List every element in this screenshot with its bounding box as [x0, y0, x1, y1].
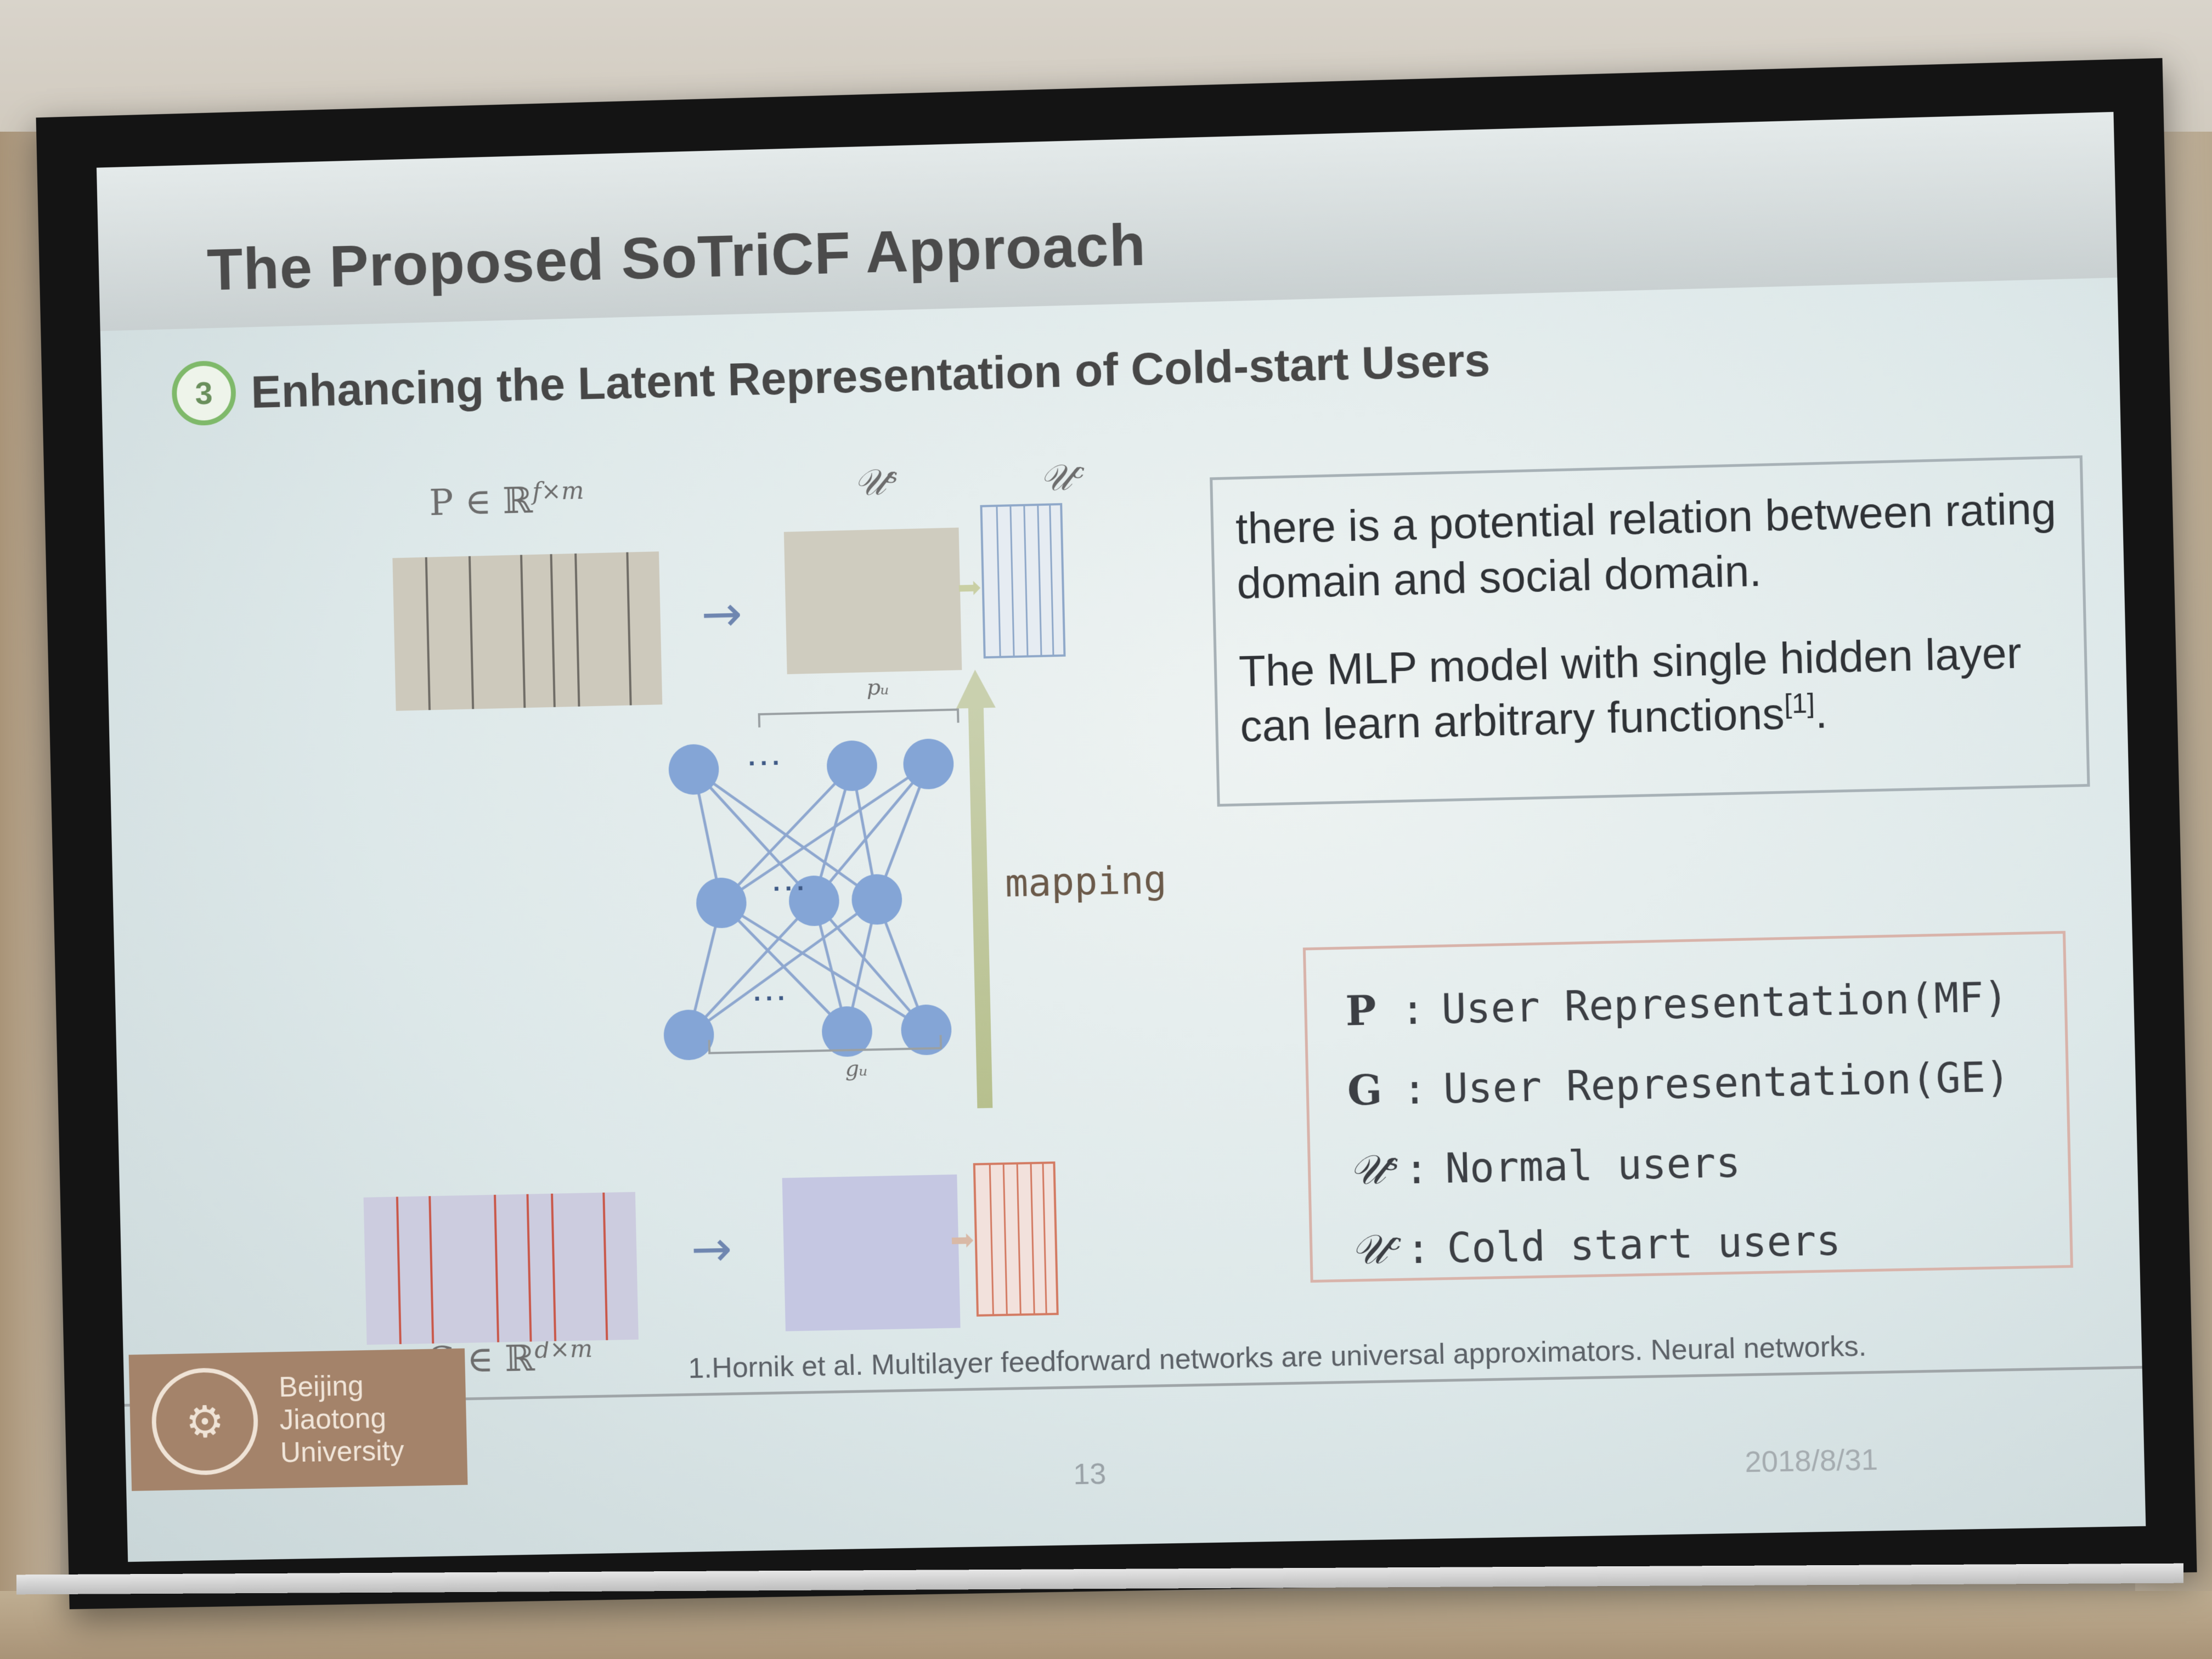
- arrow-right-icon: →: [690, 1220, 733, 1279]
- mlp-network: [652, 719, 987, 1065]
- info-mlp-text: The MLP model with single hidden layer c…: [1238, 628, 2022, 751]
- university-badge: ⚙ Beijing Jiaotong University: [128, 1348, 468, 1491]
- step-number-badge: 3: [171, 360, 237, 426]
- university-seal-icon: ⚙: [150, 1367, 259, 1476]
- mlp-network-graphic: [663, 738, 955, 1061]
- subtitle-row: 3 Enhancing the Latent Representation of…: [171, 328, 1491, 426]
- slide-date: 2018/8/31: [1744, 1443, 1878, 1479]
- legend-row-p: P : User Representation(MF): [1345, 973, 2009, 1035]
- page-number: 13: [1073, 1457, 1107, 1491]
- ellipsis-top: ···: [748, 748, 785, 779]
- citation-marker: [1]: [1784, 687, 1815, 720]
- pu-label: pᵤ: [866, 674, 890, 701]
- legend-box: P : User Representation(MF) G : User Rep…: [1302, 930, 2073, 1283]
- slide-subtitle: Enhancing the Latent Representation of C…: [250, 334, 1491, 417]
- arrow-right-icon: →: [700, 585, 743, 644]
- uc-block: [980, 503, 1066, 659]
- slide: The Proposed SoTriCF Approach 3 Enhancin…: [96, 111, 2146, 1562]
- ellipsis-bottom: ···: [753, 984, 790, 1014]
- ucg-block: [973, 1161, 1059, 1317]
- p-matrix-dim: f×m: [532, 477, 584, 506]
- small-arrow-icon: ➡: [957, 571, 982, 605]
- us-label: 𝒰ˢ: [853, 460, 899, 504]
- us-block: [783, 527, 962, 674]
- legend-row-us: 𝒰ˢ : Normal users: [1348, 1139, 1741, 1194]
- info-relation-text: there is a potential relation between ra…: [1235, 483, 2057, 608]
- small-arrow-icon: ➡: [950, 1223, 975, 1257]
- legend-row-uc: 𝒰ᶜ : Cold start users: [1350, 1217, 1842, 1274]
- g-matrix: [363, 1192, 639, 1345]
- legend-row-g: G : User Representation(GE): [1346, 1053, 2011, 1115]
- info-box: there is a potential relation between ra…: [1210, 455, 2090, 807]
- ellipsis-middle: ···: [772, 874, 809, 904]
- mapping-label: mapping: [1005, 857, 1167, 906]
- university-name: Beijing Jiaotong University: [278, 1370, 405, 1469]
- p-matrix-label: P ∈ ℝf×m: [428, 477, 584, 524]
- uc-label: 𝒰ᶜ: [1039, 455, 1086, 499]
- ug-block: [782, 1174, 961, 1331]
- projection-screen: The Proposed SoTriCF Approach 3 Enhancin…: [36, 58, 2197, 1610]
- p-matrix: [392, 551, 663, 711]
